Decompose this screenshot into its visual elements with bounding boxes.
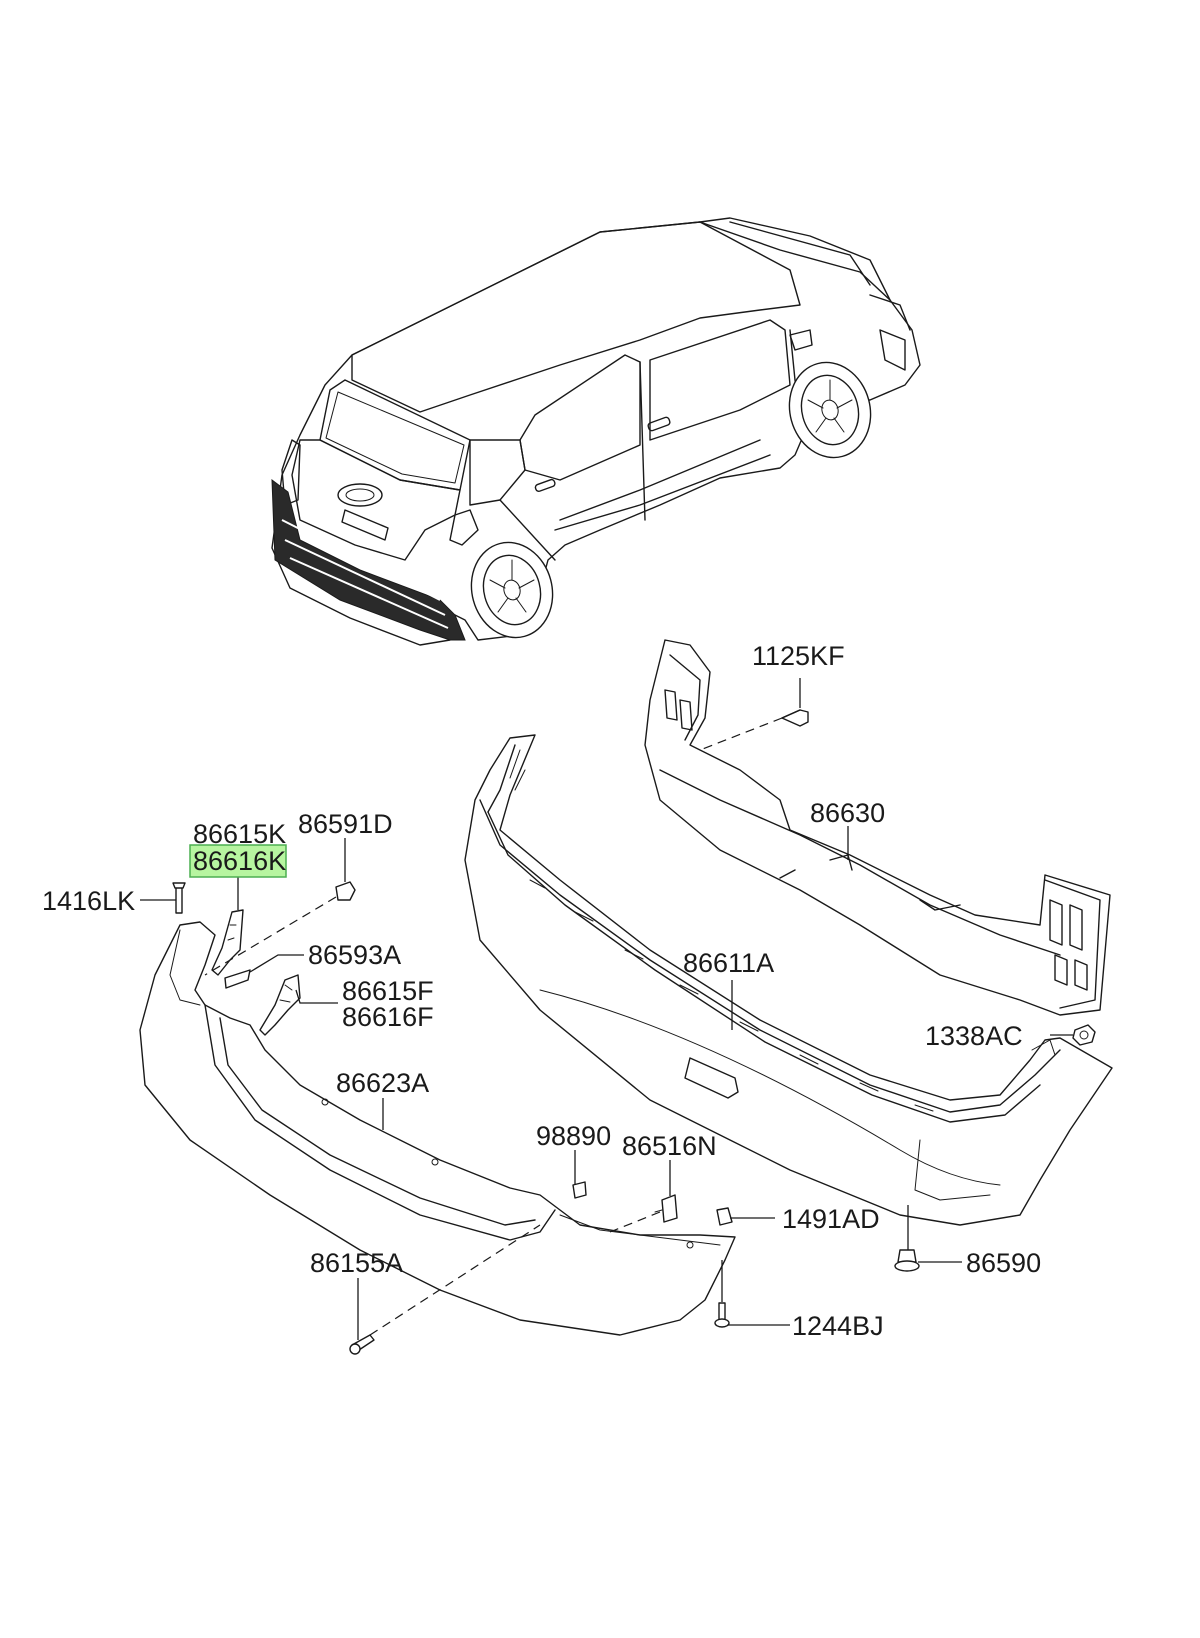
label-86630[interactable]: 86630 xyxy=(810,798,885,828)
label-86591D[interactable]: 86591D xyxy=(298,809,393,839)
reflector-86593A[interactable] xyxy=(224,969,251,989)
car-illustration xyxy=(271,217,921,646)
highlight-box xyxy=(189,844,287,878)
nut-86591D[interactable] xyxy=(335,881,356,901)
label-86623A[interactable]: 86623A xyxy=(336,1068,429,1098)
leader-lines xyxy=(140,678,1073,1340)
label-86155A[interactable]: 86155A xyxy=(310,1248,403,1278)
label-86615F[interactable]: 86615F xyxy=(342,976,434,1006)
label-86616K[interactable]: 86616K xyxy=(193,846,286,876)
screw-1244BJ[interactable] xyxy=(714,1302,730,1328)
label-86590[interactable]: 86590 xyxy=(966,1248,1041,1278)
label-86616F[interactable]: 86616F xyxy=(342,1002,434,1032)
label-98890[interactable]: 98890 xyxy=(536,1121,611,1151)
pin-1416LK[interactable] xyxy=(172,882,186,914)
label-1125KF[interactable]: 1125KF xyxy=(752,641,845,671)
bracket-86616K[interactable] xyxy=(211,909,244,976)
label-1416LK[interactable]: 1416LK xyxy=(42,886,135,916)
clip-98890[interactable] xyxy=(572,1181,587,1199)
label-1244BJ[interactable]: 1244BJ xyxy=(792,1311,884,1341)
fastener-86590[interactable] xyxy=(894,1249,920,1272)
bolt-1125KF[interactable] xyxy=(781,709,809,727)
label-86593A[interactable]: 86593A xyxy=(308,940,401,970)
clip-86516N[interactable] xyxy=(654,1194,678,1223)
label-86516N[interactable]: 86516N xyxy=(622,1131,717,1161)
screw-86155A[interactable] xyxy=(349,1334,375,1355)
bracket-86615F[interactable] xyxy=(259,974,301,1036)
label-86615K[interactable]: 86615K xyxy=(193,819,286,849)
nut-1338AC[interactable] xyxy=(1072,1024,1096,1046)
label-1491AD[interactable]: 1491AD xyxy=(782,1204,880,1234)
lower-skirt-86623A[interactable] xyxy=(139,921,736,1336)
bumper-beam-86630[interactable] xyxy=(644,639,1111,1016)
bumper-cover-86611A[interactable] xyxy=(464,734,1113,1226)
label-86611A[interactable]: 86611A xyxy=(683,948,774,978)
label-1338AC[interactable]: 1338AC xyxy=(925,1021,1023,1051)
clip-1491AD[interactable] xyxy=(716,1207,733,1226)
